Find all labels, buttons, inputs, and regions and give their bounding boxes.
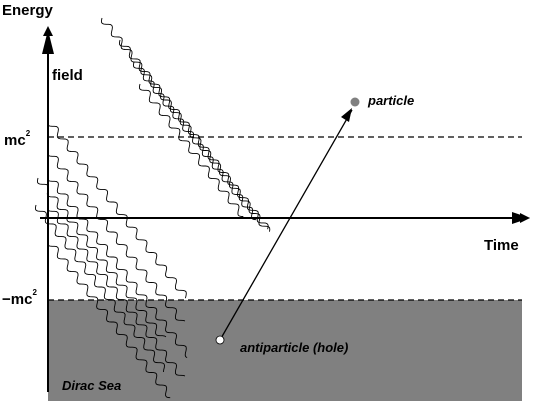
time-axis-label: Time xyxy=(484,237,519,254)
field-wave-line xyxy=(47,119,187,299)
mc2-label: mc2 xyxy=(4,129,31,149)
trajectory-arrowhead xyxy=(341,108,352,122)
energy-axis-label: Energy xyxy=(2,2,54,19)
field-wave-line xyxy=(37,177,167,338)
field-label: field xyxy=(52,67,83,84)
particle-dot xyxy=(350,97,360,107)
dirac-sea-region xyxy=(48,300,522,401)
field-wave-line xyxy=(47,239,171,399)
field-wave-line xyxy=(47,204,186,377)
particle-label: particle xyxy=(367,93,414,108)
field-wave-line xyxy=(35,204,165,373)
antiparticle-label: antiparticle (hole) xyxy=(240,340,348,355)
energy-axis-arrowhead xyxy=(42,30,54,54)
dirac-sea-label: Dirac Sea xyxy=(62,378,121,393)
field-wave-line xyxy=(47,149,186,322)
field-wave-line xyxy=(139,83,244,217)
hole-dot xyxy=(215,335,225,345)
field-wave-line xyxy=(101,17,271,232)
field-wave-lines xyxy=(35,17,271,399)
time-axis-arrowhead xyxy=(512,212,530,224)
field-wave-line xyxy=(47,174,188,358)
field-wave-line xyxy=(133,61,257,221)
minus-mc2-label: −mc2 xyxy=(2,288,37,308)
pair-creation-trajectory xyxy=(219,109,353,341)
